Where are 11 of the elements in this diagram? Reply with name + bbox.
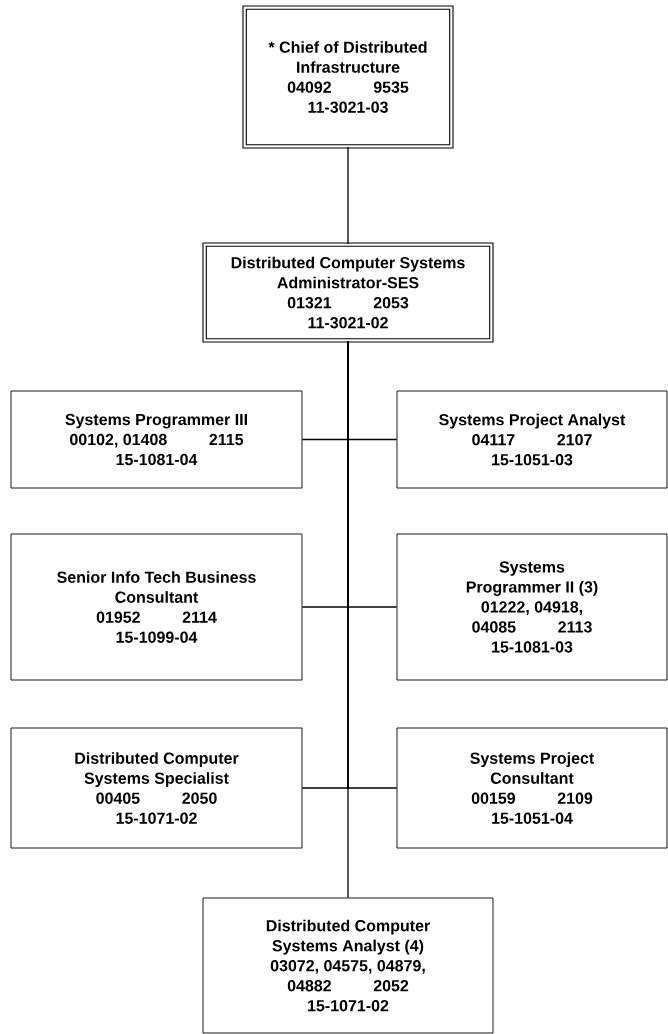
connector-line — [347, 146, 349, 245]
double-bordered-box: Distributed Computer Systems Administrator-SES 01321 2053 11-3021-02 — [202, 242, 494, 343]
connector-line — [347, 340, 349, 899]
position-box: Systems Programmer III 00102, 01408 2115 15-1081-04 — [10, 390, 303, 489]
position-box: Senior Info Tech Business Consultant 01952 2114 15-1099-04 — [10, 533, 303, 681]
double-bordered-box: * Chief of Distributed Infrastructure 04092 9535 11-3021-03 — [242, 5, 454, 149]
position-box: Systems Programmer II (3) 01222, 04918, 04085 2113 15-1081-03 — [396, 533, 668, 681]
position-box: Systems Project Analyst 04117 2107 15-1051-03 — [396, 390, 668, 489]
position-box: Distributed Computer Systems Analyst (4) 03072, 04575, 04879, 04882 2052 15-1071-02 — [202, 897, 494, 1034]
position-box: Distributed Computer Systems Specialist 00405 2050 15-1071-02 — [10, 727, 303, 849]
position-box: Systems Project Consultant 00159 2109 15-1051-04 — [396, 727, 668, 849]
